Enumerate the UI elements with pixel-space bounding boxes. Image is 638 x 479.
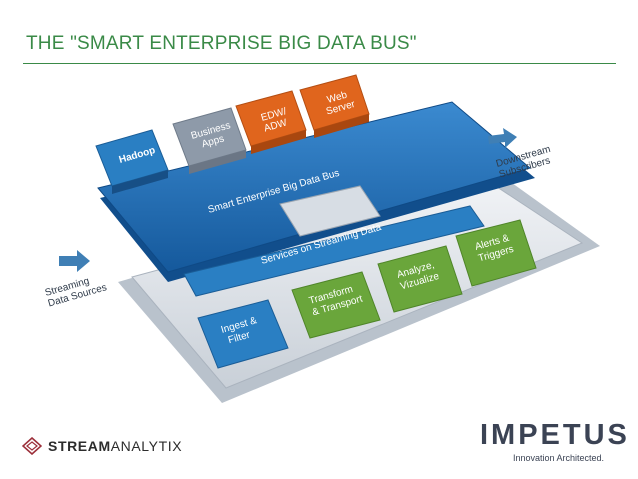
slide-title: THE "SMART ENTERPRISE BIG DATA BUS" xyxy=(26,33,417,54)
streaming-sources-label: Streaming Data Sources xyxy=(44,272,108,310)
title-divider xyxy=(23,63,616,64)
arrow-icon xyxy=(488,128,517,148)
service-block-analyze xyxy=(377,245,463,313)
streamanalytix-wordmark: STREAMANALYTIX xyxy=(48,438,182,454)
top-block-business-apps xyxy=(172,107,247,174)
impetus-wordmark: IMPETUS xyxy=(480,419,630,451)
streamanalytix-icon xyxy=(22,437,42,455)
top-block-web-server xyxy=(299,74,370,138)
service-block-transform xyxy=(291,271,381,339)
bus-slab xyxy=(97,101,535,282)
service-block-alerts xyxy=(455,219,537,287)
service-block-ingest xyxy=(197,299,289,369)
streamanalytix-logo: STREAMANALYTIX xyxy=(22,436,182,456)
impetus-tagline: Innovation Architected. xyxy=(513,453,605,463)
services-bar xyxy=(183,205,485,297)
top-block-hadoop xyxy=(95,129,169,194)
top-block-edw-adw xyxy=(235,90,307,154)
streamanalytix-bold: STREAM xyxy=(48,438,111,454)
streamanalytix-rest: ANALYTIX xyxy=(110,438,183,454)
arrow-icon xyxy=(59,250,90,272)
impetus-logo: IMPETUS Innovation Architected. xyxy=(480,419,627,463)
